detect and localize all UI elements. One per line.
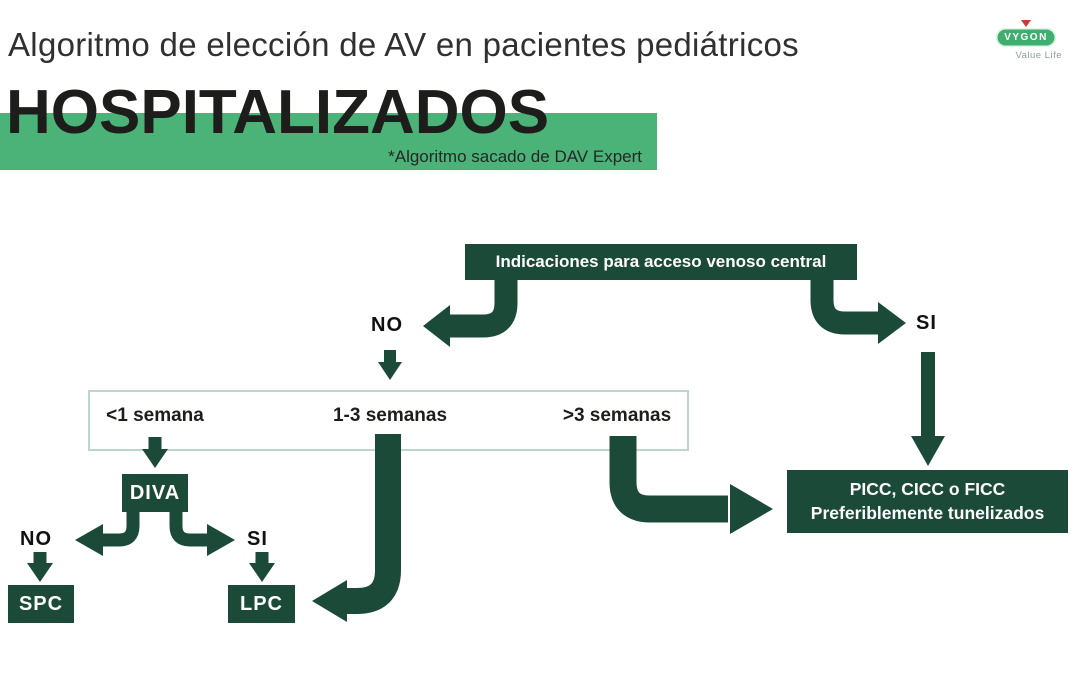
option-more-3-weeks: >3 semanas	[562, 405, 672, 426]
arrow-root-to-no	[448, 278, 518, 338]
node-diva: DIVA	[122, 474, 188, 512]
picc-line1: PICC, CICC o FICC	[849, 478, 1006, 499]
picc-line2: Preferiblemente tunelizados	[810, 502, 1045, 523]
node-spc: SPC	[8, 585, 74, 623]
arrowhead-weeks3-picc	[730, 484, 773, 534]
main-heading: HOSPITALIZADOS	[6, 78, 550, 147]
arrowhead-no-options	[378, 362, 402, 380]
logo-triangle-icon	[1021, 20, 1031, 27]
duration-options-box	[88, 390, 689, 451]
arrow-root-to-si	[810, 278, 880, 335]
source-note: *Algoritmo sacado de DAV Expert	[388, 147, 642, 166]
arrowhead-si-lpc	[249, 563, 275, 582]
node-picc: PICC, CICC o FICC Preferiblemente tuneli…	[787, 470, 1068, 533]
arrow-diva-to-no	[101, 510, 140, 547]
logo-tagline: Value Life	[1015, 50, 1062, 61]
label-branch-no: NO	[371, 314, 403, 336]
arrowhead-diva-no	[75, 524, 103, 556]
arrowhead-root-no	[423, 305, 450, 347]
logo-brand: VYGON	[996, 28, 1056, 47]
arrowhead-si-picc	[911, 436, 945, 466]
arrowhead-week1-diva	[142, 449, 168, 468]
label-diva-no: NO	[20, 528, 52, 550]
page-title: Algoritmo de elección de AV en pacientes…	[8, 26, 799, 63]
option-1-3-weeks: 1-3 semanas	[332, 405, 448, 426]
arrowhead-root-si	[878, 302, 906, 344]
arrowhead-diva-si	[207, 524, 235, 556]
option-less-1-week: <1 semana	[106, 405, 204, 426]
label-branch-si: SI	[916, 312, 937, 334]
heading-highlight-bar	[0, 113, 657, 170]
arrowhead-weeks13-lpc	[312, 580, 347, 622]
vygon-logo: VYGON Value Life	[984, 20, 1068, 61]
arrow-diva-to-si	[169, 510, 209, 547]
arrow-weeks13-to-lpc	[345, 434, 401, 614]
node-lpc: LPC	[228, 585, 295, 623]
label-diva-si: SI	[247, 528, 268, 550]
arrowhead-no-spc	[27, 563, 53, 582]
node-central-access-indications: Indicaciones para acceso venoso central	[465, 244, 857, 280]
